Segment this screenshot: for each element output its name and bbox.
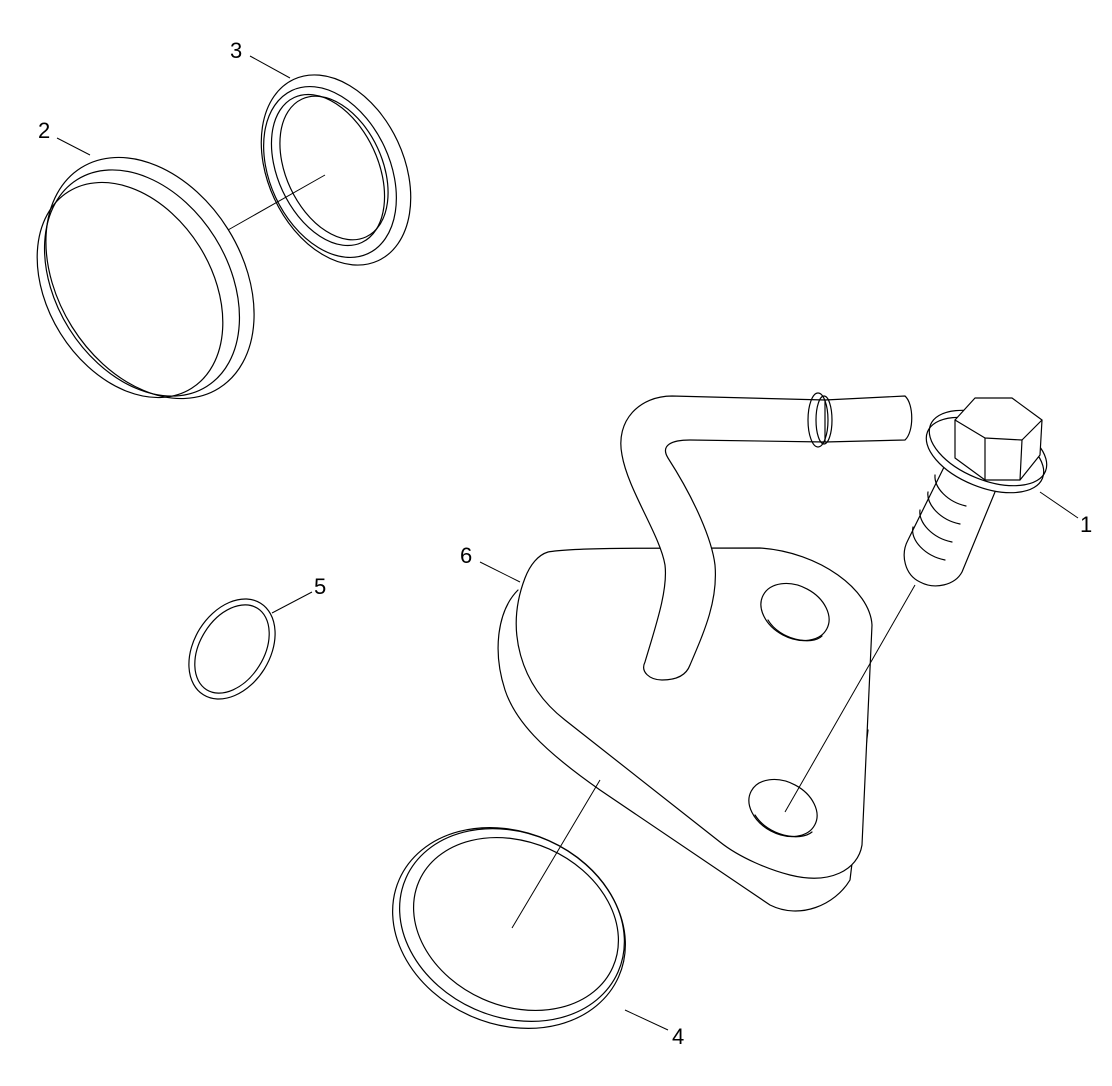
callout-4: 4 [672,1024,684,1049]
axis-line-upper [227,174,326,231]
leader-4 [624,1009,669,1031]
callout-3: 3 [230,38,242,63]
callout-5: 5 [314,574,326,599]
axis-line-bolt [784,584,916,813]
flange-bolt[interactable] [903,395,1057,587]
leader-2 [56,137,91,156]
leader-6 [479,561,521,583]
callout-6: 6 [460,543,472,568]
leader-1 [1039,491,1079,519]
leader-3 [249,55,291,79]
cap-plug-large[interactable] [0,119,297,437]
leader-5 [271,591,313,614]
callout-2: 2 [38,118,50,143]
seal-ring-lower[interactable] [360,791,657,1064]
callout-1: 1 [1080,512,1092,537]
seal-ring-upper[interactable] [232,51,440,290]
tube-flange-assembly[interactable] [497,392,913,912]
axis-line-lower [511,779,601,929]
o-ring-small[interactable] [171,583,293,715]
